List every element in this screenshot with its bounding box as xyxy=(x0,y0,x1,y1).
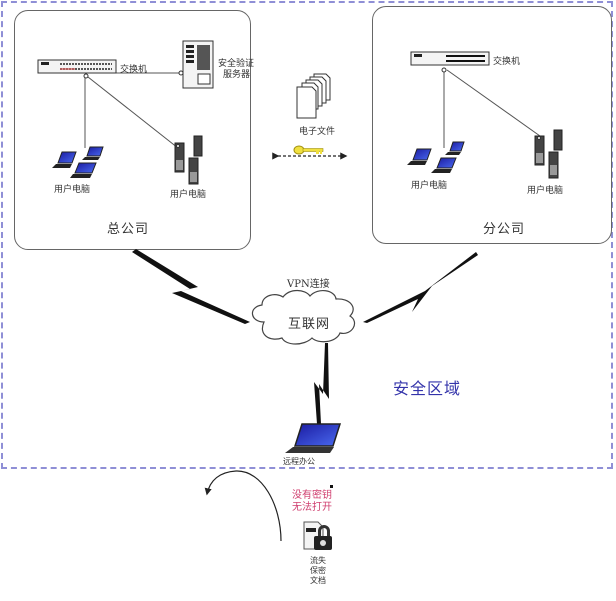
remote-laptop-icon xyxy=(285,423,342,453)
branch-servers-label: 用户电脑 xyxy=(527,186,564,196)
internet-label: 互联网 xyxy=(288,317,331,332)
hq-switch-icon xyxy=(37,59,117,79)
key-icon xyxy=(293,145,324,155)
hq-title: 总公司 xyxy=(107,222,150,237)
lightning-branch-icon xyxy=(363,252,478,323)
branch-links xyxy=(443,69,541,148)
electronic-files-icon xyxy=(296,73,331,119)
branch-switch-icon xyxy=(410,51,490,73)
files-label: 电子文件 xyxy=(299,127,336,137)
security-zone xyxy=(1,1,613,469)
vpn-label: VPN连接 xyxy=(287,279,330,290)
warning-line-2: 无法打开 xyxy=(292,502,332,513)
lost-doc-label-2: 保密 xyxy=(310,566,326,575)
marker-dot xyxy=(330,485,333,488)
auth-server-label: 安全验证 xyxy=(218,59,255,69)
hq-switch-label: 交换机 xyxy=(120,65,148,75)
branch-switch-label: 交换机 xyxy=(493,57,521,67)
security-zone-label: 安全区域 xyxy=(393,379,462,398)
internet-cloud-icon xyxy=(251,289,355,345)
remote-label: 远程办公 xyxy=(283,457,315,466)
lightning-hq-icon xyxy=(132,249,250,324)
lightning-remote-icon xyxy=(314,343,329,424)
branch-laptops-label: 用户电脑 xyxy=(411,181,448,191)
branch-title: 分公司 xyxy=(483,222,526,237)
hq-laptops-icon xyxy=(52,146,104,178)
curved-arrow xyxy=(204,470,282,542)
locked-document-icon xyxy=(303,521,332,550)
branch-servers-icon xyxy=(534,129,563,179)
auth-server-label-2: 服务器 xyxy=(223,70,251,80)
lost-doc-label-1: 流失 xyxy=(310,556,326,565)
hq-laptops-label: 用户电脑 xyxy=(54,185,91,195)
branch-box xyxy=(372,6,612,244)
hq-links xyxy=(84,72,180,149)
lost-doc-label-3: 文档 xyxy=(310,576,326,585)
auth-server-icon xyxy=(178,40,214,89)
branch-laptops-icon xyxy=(407,141,465,173)
hq-servers-label: 用户电脑 xyxy=(170,190,207,200)
hq-servers-icon xyxy=(174,135,203,185)
warning-line-1: 没有密钥 xyxy=(292,490,332,501)
